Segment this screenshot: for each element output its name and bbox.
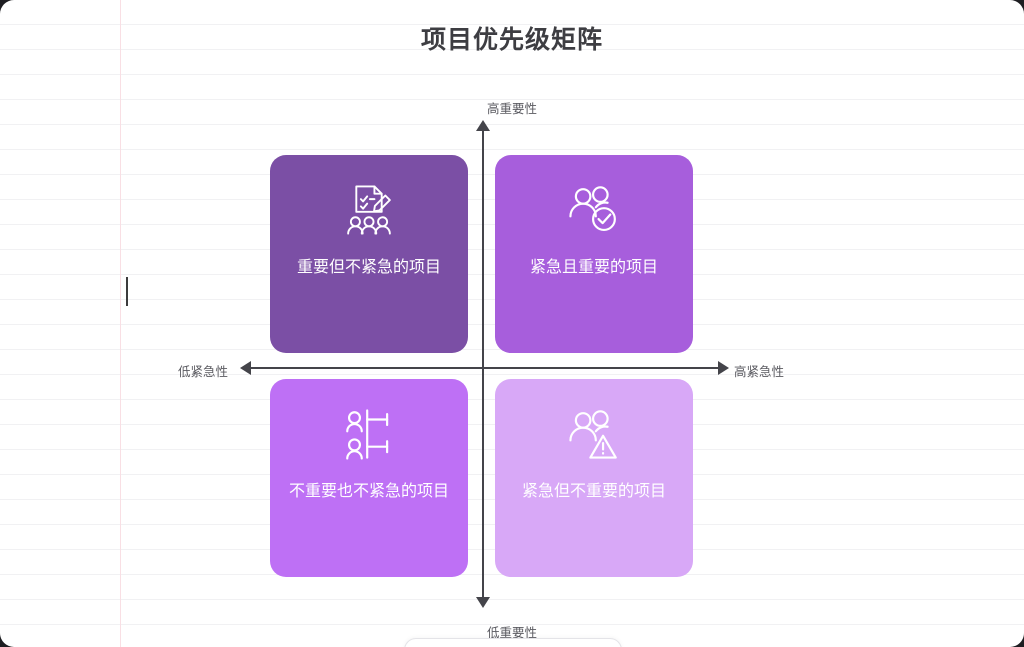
page-title: 项目优先级矩阵 — [420, 26, 603, 54]
quadrant-label: 不重要也不紧急的项目 — [288, 483, 449, 500]
document-checklist-pencil-people-icon — [340, 181, 398, 239]
text-caret — [126, 277, 128, 306]
urgency-axis-line — [248, 367, 720, 369]
importance-axis-line — [482, 128, 484, 600]
axis-arrow-left-icon — [240, 361, 251, 375]
quadrant-important-not-urgent[interactable]: 重要但不紧急的项目 — [270, 155, 468, 353]
quadrant-label: 紧急且重要的项目 — [529, 259, 658, 276]
notebook-margin-line — [120, 0, 121, 647]
org-chart-people-icon — [340, 405, 398, 463]
axis-label-high-urgency: 高紧急性 — [734, 365, 785, 379]
axis-arrow-right-icon — [718, 361, 729, 375]
quadrant-label: 重要但不紧急的项目 — [296, 259, 441, 276]
people-warning-icon — [565, 405, 623, 463]
bottom-toolbar-pill[interactable] — [404, 638, 622, 647]
axis-arrow-up-icon — [476, 120, 490, 131]
people-check-icon — [565, 181, 623, 239]
axis-label-low-urgency: 低紧急性 — [178, 365, 229, 379]
quadrant-urgent-and-important[interactable]: 紧急且重要的项目 — [495, 155, 693, 353]
quadrant-label: 紧急但不重要的项目 — [521, 483, 666, 500]
quadrant-not-important-not-urgent[interactable]: 不重要也不紧急的项目 — [270, 379, 468, 577]
axis-label-high-importance: 高重要性 — [486, 102, 537, 116]
axis-label-low-importance: 低重要性 — [486, 626, 537, 640]
quadrant-urgent-not-important[interactable]: 紧急但不重要的项目 — [495, 379, 693, 577]
axis-arrow-down-icon — [476, 597, 490, 608]
